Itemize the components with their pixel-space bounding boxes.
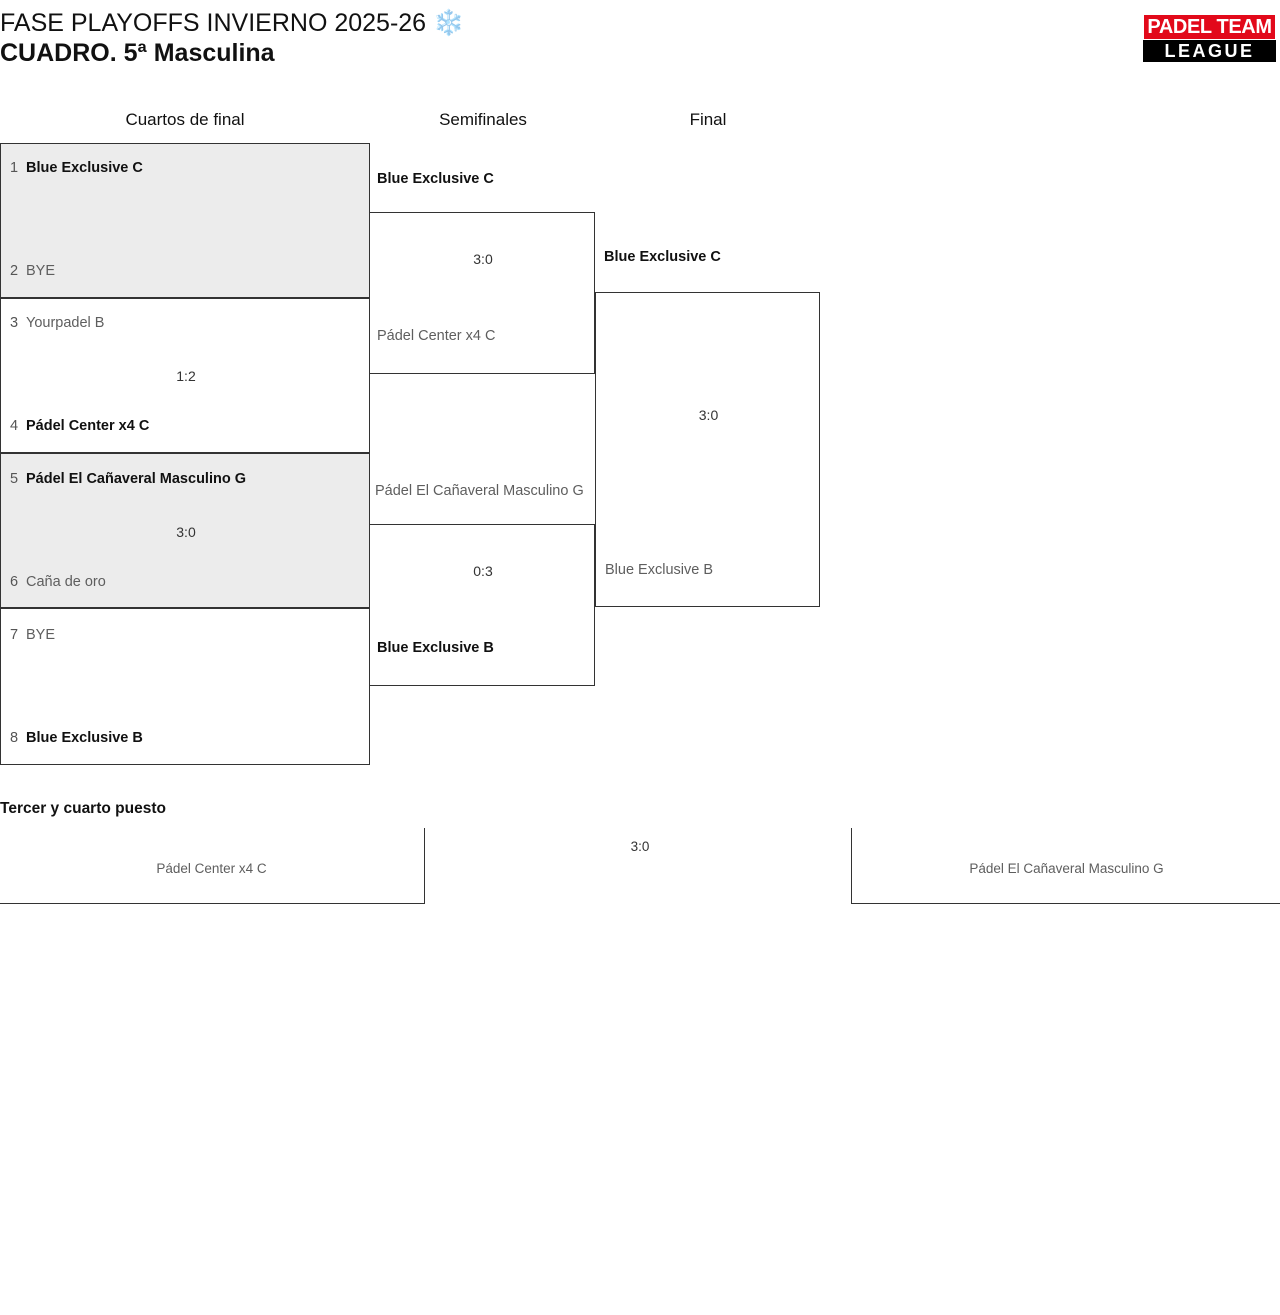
team-name: Blue Exclusive B xyxy=(605,562,713,578)
team-name: Pádel El Cañaveral Masculino G xyxy=(375,483,584,499)
match-slot-bottom[interactable]: Pádel Center x4 C xyxy=(377,327,495,345)
team-name: Yourpadel B xyxy=(26,315,105,331)
match-slot-bottom[interactable]: 4 Pádel Center x4 C xyxy=(10,417,149,435)
third-place-title: Tercer y cuarto puesto xyxy=(0,800,166,817)
round-header-final: Final xyxy=(689,110,727,129)
team-name: Pádel Center x4 C xyxy=(26,418,150,434)
seed-number: 6 xyxy=(10,574,19,590)
match-box-quarterfinal-3[interactable]: 5 Pádel El Cañaveral Masculino G 3:0 6 Cañ… xyxy=(0,453,370,608)
seed-number: 2 xyxy=(10,263,19,279)
team-name: Caña de oro xyxy=(26,574,106,590)
match-slot-top[interactable]: 7 BYE xyxy=(10,626,55,644)
match-box-quarterfinal-4[interactable]: 7 BYE 8 Blue Exclusive B xyxy=(0,608,370,765)
seed-number: 7 xyxy=(10,627,19,643)
team-name: Pádel El Cañaveral Masculino G xyxy=(969,861,1164,876)
match-slot-top[interactable]: 3 Yourpadel B xyxy=(10,314,104,332)
match-slot-bottom[interactable]: Blue Exclusive B xyxy=(377,639,494,657)
seed-number: 3 xyxy=(10,315,19,331)
seed-number: 8 xyxy=(10,730,19,746)
team-name: Blue Exclusive C xyxy=(604,249,721,265)
third-place-left-box[interactable]: Pádel Center x4 C xyxy=(0,828,425,904)
logo-top-banner: PADEL TEAM xyxy=(1143,14,1276,40)
seed-number: 4 xyxy=(10,418,19,434)
team-name: Blue Exclusive B xyxy=(377,640,494,656)
third-place-score: 3:0 xyxy=(630,839,650,854)
round-header-semifinals: Semifinales xyxy=(439,110,527,129)
match-box-final[interactable]: 3:0 Blue Exclusive B xyxy=(595,292,820,607)
page-title-line-2: CUADRO. 5ª Masculina xyxy=(0,39,275,67)
page-title-line-1: FASE PLAYOFFS INVIERNO 2025-26 ❄️ xyxy=(0,9,465,37)
semifinal-1-top-team-label[interactable]: Blue Exclusive C xyxy=(377,170,494,188)
third-place-right-box[interactable]: Pádel El Cañaveral Masculino G xyxy=(851,828,1280,904)
match-score: 1:2 xyxy=(176,368,196,384)
match-box-quarterfinal-2[interactable]: 3 Yourpadel B 1:2 4 Pádel Center x4 C xyxy=(0,298,370,453)
seed-number: 5 xyxy=(10,471,19,487)
team-name: Blue Exclusive C xyxy=(26,160,143,176)
semifinal-2-top-team-label[interactable]: Pádel El Cañaveral Masculino G xyxy=(375,482,584,500)
match-score: 3:0 xyxy=(176,524,196,540)
match-slot-bottom[interactable]: 8 Blue Exclusive B xyxy=(10,729,143,747)
team-name: BYE xyxy=(26,627,56,643)
logo-bottom-banner: LEAGUE xyxy=(1143,40,1276,62)
team-name: BYE xyxy=(26,263,56,279)
match-slot-bottom[interactable]: 6 Caña de oro xyxy=(10,573,106,591)
final-top-team-label[interactable]: Blue Exclusive C xyxy=(604,248,721,266)
team-name: Pádel Center x4 C xyxy=(377,328,496,344)
team-name: Blue Exclusive B xyxy=(26,730,143,746)
round-header-quarterfinals: Cuartos de final xyxy=(125,110,245,129)
match-slot-top[interactable]: 5 Pádel El Cañaveral Masculino G xyxy=(10,470,246,488)
match-score: 3:0 xyxy=(698,407,719,423)
match-score: 3:0 xyxy=(473,251,493,267)
match-box-quarterfinal-1[interactable]: 1 Blue Exclusive C 2 BYE xyxy=(0,143,370,298)
match-slot-top[interactable]: 1 Blue Exclusive C xyxy=(10,159,143,177)
team-name: Pádel El Cañaveral Masculino G xyxy=(26,471,246,487)
padel-team-league-logo: PADEL TEAM LEAGUE xyxy=(1143,14,1276,62)
match-score: 0:3 xyxy=(473,563,493,579)
match-box-semifinal-2[interactable]: 0:3 Blue Exclusive B xyxy=(369,524,595,686)
seed-number: 1 xyxy=(10,160,19,176)
match-slot-bottom[interactable]: 2 BYE xyxy=(10,262,55,280)
team-name: Pádel Center x4 C xyxy=(156,861,267,876)
team-name: Blue Exclusive C xyxy=(377,171,494,187)
match-box-semifinal-1[interactable]: 3:0 Pádel Center x4 C xyxy=(369,212,595,374)
match-slot-bottom[interactable]: Blue Exclusive B xyxy=(605,561,713,579)
page-title: FASE PLAYOFFS INVIERNO 2025-26 ❄️ CUADRO… xyxy=(0,8,900,68)
